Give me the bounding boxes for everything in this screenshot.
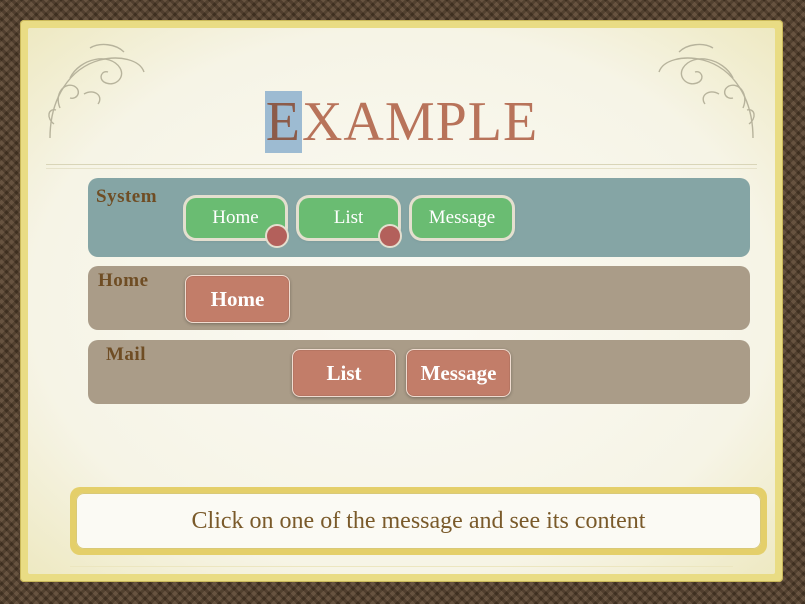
bottom-divider (70, 566, 733, 567)
system-panel-label: System (96, 186, 158, 207)
system-list-badge (378, 224, 402, 248)
page-title: EXAMPLE (28, 90, 775, 154)
mail-list-button[interactable]: List (292, 349, 396, 397)
message-display-inner: Click on one of the message and see its … (76, 493, 761, 549)
flourish-ornament-top-left (48, 43, 145, 139)
slide-frame: EXAMPLE System Home List Message Home Ho… (20, 20, 783, 582)
mail-message-button[interactable]: Message (406, 349, 511, 397)
title-rest: XAMPLE (301, 91, 539, 153)
system-panel: System Home List Message (88, 178, 750, 257)
system-home-badge (265, 224, 289, 248)
title-first-letter: E (264, 91, 302, 153)
mail-message-button-label: Message (420, 360, 497, 385)
system-message-button[interactable]: Message (412, 198, 512, 238)
slide-paper: EXAMPLE System Home List Message Home Ho… (28, 28, 775, 574)
home-home-button[interactable]: Home (185, 275, 290, 323)
flourish-ornament-top-right (658, 43, 755, 139)
divider-line (46, 164, 757, 165)
home-home-button-label: Home (210, 286, 265, 311)
system-home-button-label: Home (212, 207, 259, 228)
divider-line-secondary (46, 168, 757, 169)
mail-panel-label: Mail (106, 344, 146, 365)
home-panel-label: Home (98, 270, 149, 291)
message-display-text: Click on one of the message and see its … (191, 507, 646, 534)
system-message-button-label: Message (428, 207, 496, 228)
home-panel: Home Home (88, 266, 750, 330)
system-list-button-label: List (333, 207, 364, 228)
message-display-box: Click on one of the message and see its … (70, 487, 767, 555)
mail-list-button-label: List (326, 360, 362, 385)
mail-panel: Mail List Message (88, 340, 750, 404)
